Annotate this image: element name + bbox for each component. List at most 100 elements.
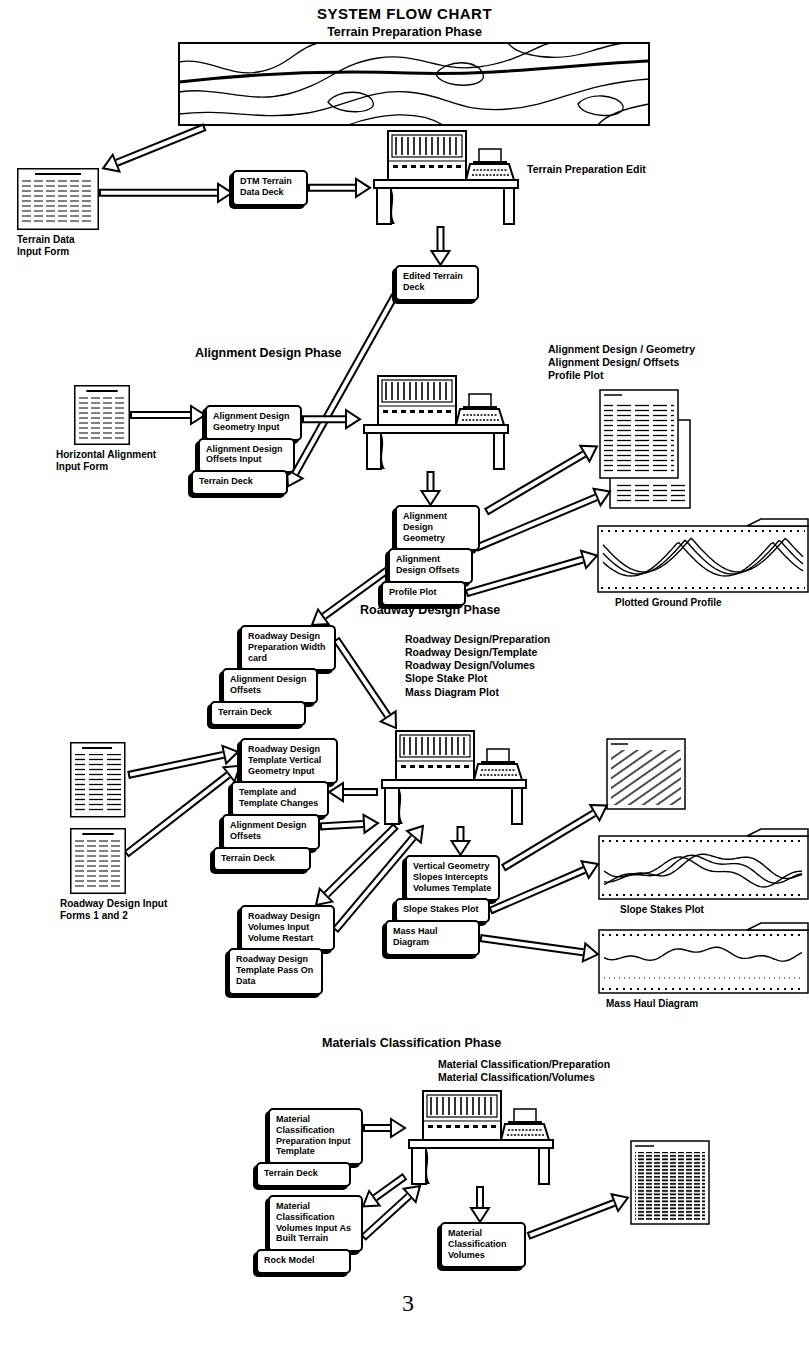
program-name: Mass Diagram Plot xyxy=(405,686,665,699)
panel-button xyxy=(491,1125,496,1128)
computer-station: Alignment Design / GeometryAlignment Des… xyxy=(360,343,760,473)
panel-strip xyxy=(421,382,423,400)
form-row xyxy=(75,861,121,862)
console-cabinet xyxy=(388,131,466,180)
deck-label: Alignment Design Geometry xyxy=(403,511,473,543)
arrow-core xyxy=(310,186,355,190)
panel-strip xyxy=(395,137,397,155)
panel-button xyxy=(383,410,388,413)
flow-arrow xyxy=(490,870,584,911)
panel-button xyxy=(473,1125,478,1128)
console-cabinet xyxy=(396,731,474,780)
program-list: Alignment Design / GeometryAlignment Des… xyxy=(548,343,753,382)
arrow-shaft xyxy=(308,184,355,192)
panel-strip xyxy=(454,1097,456,1115)
plot-sheet xyxy=(598,828,809,900)
typewriter-roller xyxy=(473,161,507,165)
program-name: Slope Stake Plot xyxy=(405,672,665,685)
deck-label: Vertical Geometry Slopes Intercepts Volu… xyxy=(413,861,493,893)
plot-sheet xyxy=(597,518,809,593)
flow-arrow xyxy=(430,471,431,490)
input-form-node: Terrain Data Input Form xyxy=(15,168,107,258)
console-cabinet xyxy=(423,1091,501,1140)
card-deck: Roadway Design Template Pass On Data xyxy=(228,948,323,994)
form-sheet xyxy=(18,169,99,230)
form-row xyxy=(79,423,125,424)
terrain-map xyxy=(179,43,649,125)
desk-top xyxy=(364,425,508,433)
caption-box: Slope Stakes Plot xyxy=(620,904,704,916)
caption: Horizontal Alignment Input Form xyxy=(56,449,176,473)
panel-strip xyxy=(427,737,429,755)
flow-arrow xyxy=(528,1203,614,1236)
deck-label: Terrain Deck xyxy=(218,707,299,718)
form-row xyxy=(22,186,94,187)
flow-arrow xyxy=(128,755,223,775)
arrow-core xyxy=(322,824,363,826)
arrow-core xyxy=(492,870,584,910)
arrow-shaft xyxy=(437,226,445,250)
arrow-core xyxy=(459,828,463,840)
panel-strip xyxy=(445,737,447,755)
plot-output: Mass Haul Diagram xyxy=(598,922,809,1010)
arrow-core xyxy=(478,1188,482,1207)
flow-arrow xyxy=(440,226,441,250)
caption: Mass Haul Diagram xyxy=(606,998,698,1010)
console-panel xyxy=(400,735,470,757)
program-name: Material Classification/Volumes xyxy=(438,1071,688,1084)
form-row xyxy=(22,216,94,217)
desk-pedestal xyxy=(385,788,399,824)
panel-strip xyxy=(478,1097,480,1115)
panel-button xyxy=(410,410,415,413)
form-sheet xyxy=(71,743,125,817)
panel-strip xyxy=(439,737,441,755)
panel-strip xyxy=(490,1097,492,1115)
form-header xyxy=(86,390,117,392)
program-list: Material Classification/PreparationMater… xyxy=(438,1058,688,1084)
panel-strip xyxy=(413,137,415,155)
desk-pedestal xyxy=(412,1148,426,1184)
card-deck: Material Classification Preparation Inpu… xyxy=(268,1108,363,1165)
flow-arrow xyxy=(320,824,363,827)
arrow-shaft xyxy=(457,826,465,840)
panel-button xyxy=(437,765,442,768)
form-row xyxy=(75,851,121,852)
arrow-shaft xyxy=(476,497,596,548)
arrow-core xyxy=(429,473,433,490)
deck-label: Terrain Deck xyxy=(221,853,304,864)
form-row xyxy=(22,211,94,212)
panel-strip xyxy=(407,137,409,155)
panel-strip xyxy=(433,382,435,400)
form-header xyxy=(82,833,113,835)
card-deck: Alignment Design Offsets Input xyxy=(198,438,295,474)
card-deck: Terrain Deck xyxy=(213,847,311,872)
typewriter-paper xyxy=(469,394,491,408)
arrow-core xyxy=(482,938,583,952)
panel-strip xyxy=(415,382,417,400)
card-deck: Alignment Design Offsets xyxy=(388,548,473,584)
arrow-shaft xyxy=(480,938,583,952)
panel-button xyxy=(455,765,460,768)
arrow-core xyxy=(337,641,388,716)
program-list: Roadway Design/PreparationRoadway Design… xyxy=(405,633,665,699)
panel-strip xyxy=(403,737,405,755)
sprocket-holes xyxy=(602,988,805,990)
panel-strip xyxy=(430,1097,432,1115)
form-sheet xyxy=(71,829,126,894)
plot-curve xyxy=(603,540,803,574)
program-list: Terrain Preparation Edit xyxy=(527,163,677,176)
arrow-core xyxy=(101,191,217,195)
panel-strip xyxy=(431,137,433,155)
arrow-shaft xyxy=(320,824,363,827)
caption-box: Horizontal Alignment Input Form xyxy=(56,449,176,473)
panel-strip xyxy=(463,737,465,755)
arrow-core xyxy=(128,775,229,853)
panel-button xyxy=(446,765,451,768)
printout-header xyxy=(635,1145,654,1147)
panel-button xyxy=(393,165,398,168)
panel-button xyxy=(420,165,425,168)
panel-button xyxy=(401,765,406,768)
plot-curve xyxy=(603,543,803,576)
panel-strip xyxy=(451,737,453,755)
